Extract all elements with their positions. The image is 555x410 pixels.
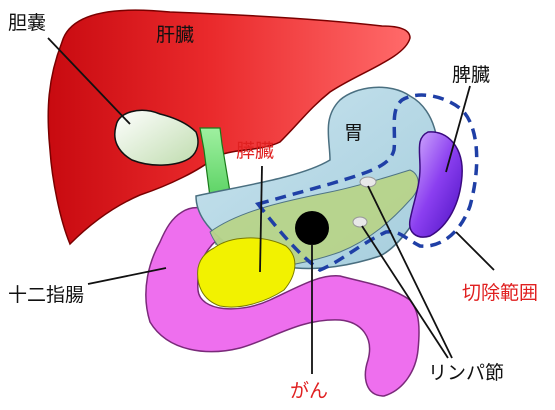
label-duodenum: 十二指腸	[8, 286, 84, 305]
label-stomach: 胃	[344, 124, 363, 143]
label-cancer: がん	[290, 382, 328, 401]
label-liver: 肝臓	[156, 26, 194, 45]
label-gallbladder: 胆嚢	[8, 14, 46, 33]
lymph-node-lower	[353, 217, 367, 227]
label-pancreas: 膵臓	[236, 142, 274, 161]
label-lymph-node: リンパ節	[428, 364, 504, 383]
label-spleen: 脾臓	[452, 66, 490, 85]
label-resection-range: 切除範囲	[462, 284, 538, 303]
leader-resection	[456, 232, 494, 270]
lymph-node-upper	[360, 177, 376, 187]
tumor-circle	[295, 211, 329, 245]
